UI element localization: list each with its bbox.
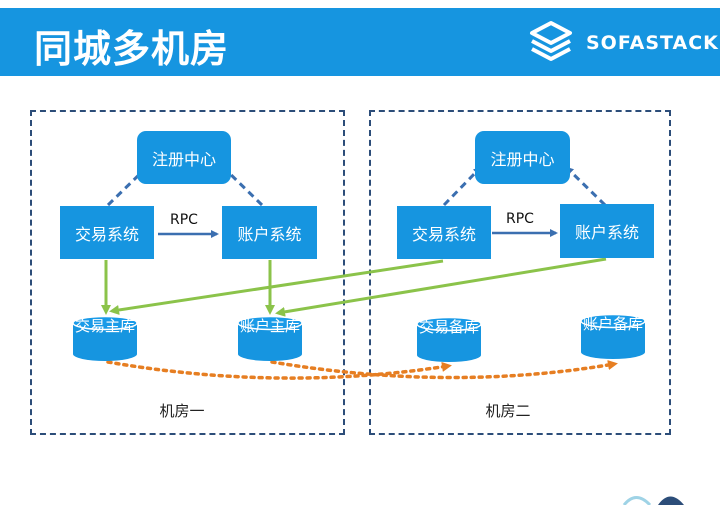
database-icon [416, 317, 482, 362]
db-label: 账户主库 [239, 317, 300, 335]
room-2-account-standby-db: 账户备库 [580, 314, 646, 359]
room-2-trade-system: 交易系统 [397, 206, 491, 259]
room-1-registry-center: 注册中心 [137, 131, 231, 184]
room-1-account-register-arrow [222, 166, 264, 207]
account-db-replication-arrow [270, 360, 618, 380]
brand-logo: SOFASTACK [526, 20, 719, 66]
page-title: 同城多机房 [34, 27, 230, 71]
room-2-trade-write-arrow [109, 259, 444, 315]
room-1-label: 机房一 [159, 402, 205, 420]
db-label: 交易备库 [418, 318, 479, 336]
room-1-account-system: 账户系统 [222, 206, 317, 259]
room-2-account-system: 账户系统 [560, 204, 654, 258]
room-2-account-register-arrow [565, 166, 607, 207]
database-icon [580, 314, 646, 359]
database-icon [237, 316, 303, 361]
room-1-trade-master-db: 交易主库 [72, 316, 138, 361]
sofastack-logo-icon [530, 21, 572, 61]
room-2-trade-register-arrow [442, 166, 482, 207]
database-icon [72, 316, 138, 361]
room-2-label: 机房二 [485, 402, 531, 420]
footer-logo-icon [622, 496, 684, 505]
room-2-trade-standby-db: 交易备库 [416, 317, 482, 362]
room-1-boundary [30, 110, 345, 435]
db-label: 交易主库 [74, 317, 135, 335]
room-2-account-write-arrow [275, 257, 607, 317]
trade-db-replication-arrow [106, 360, 452, 380]
room-2-registry-center: 注册中心 [475, 131, 570, 184]
room-2-rpc-label: RPC [506, 211, 534, 227]
brand-name: SOFASTACK [586, 32, 719, 54]
room-1-rpc-label: RPC [170, 212, 198, 228]
room-1-trade-register-arrow [106, 166, 148, 207]
room-1-trade-system: 交易系统 [60, 206, 154, 259]
room-1-account-master-db: 账户主库 [237, 316, 303, 361]
db-label: 账户备库 [582, 315, 643, 333]
header-bar: 同城多机房 SOFASTACK [0, 8, 720, 76]
